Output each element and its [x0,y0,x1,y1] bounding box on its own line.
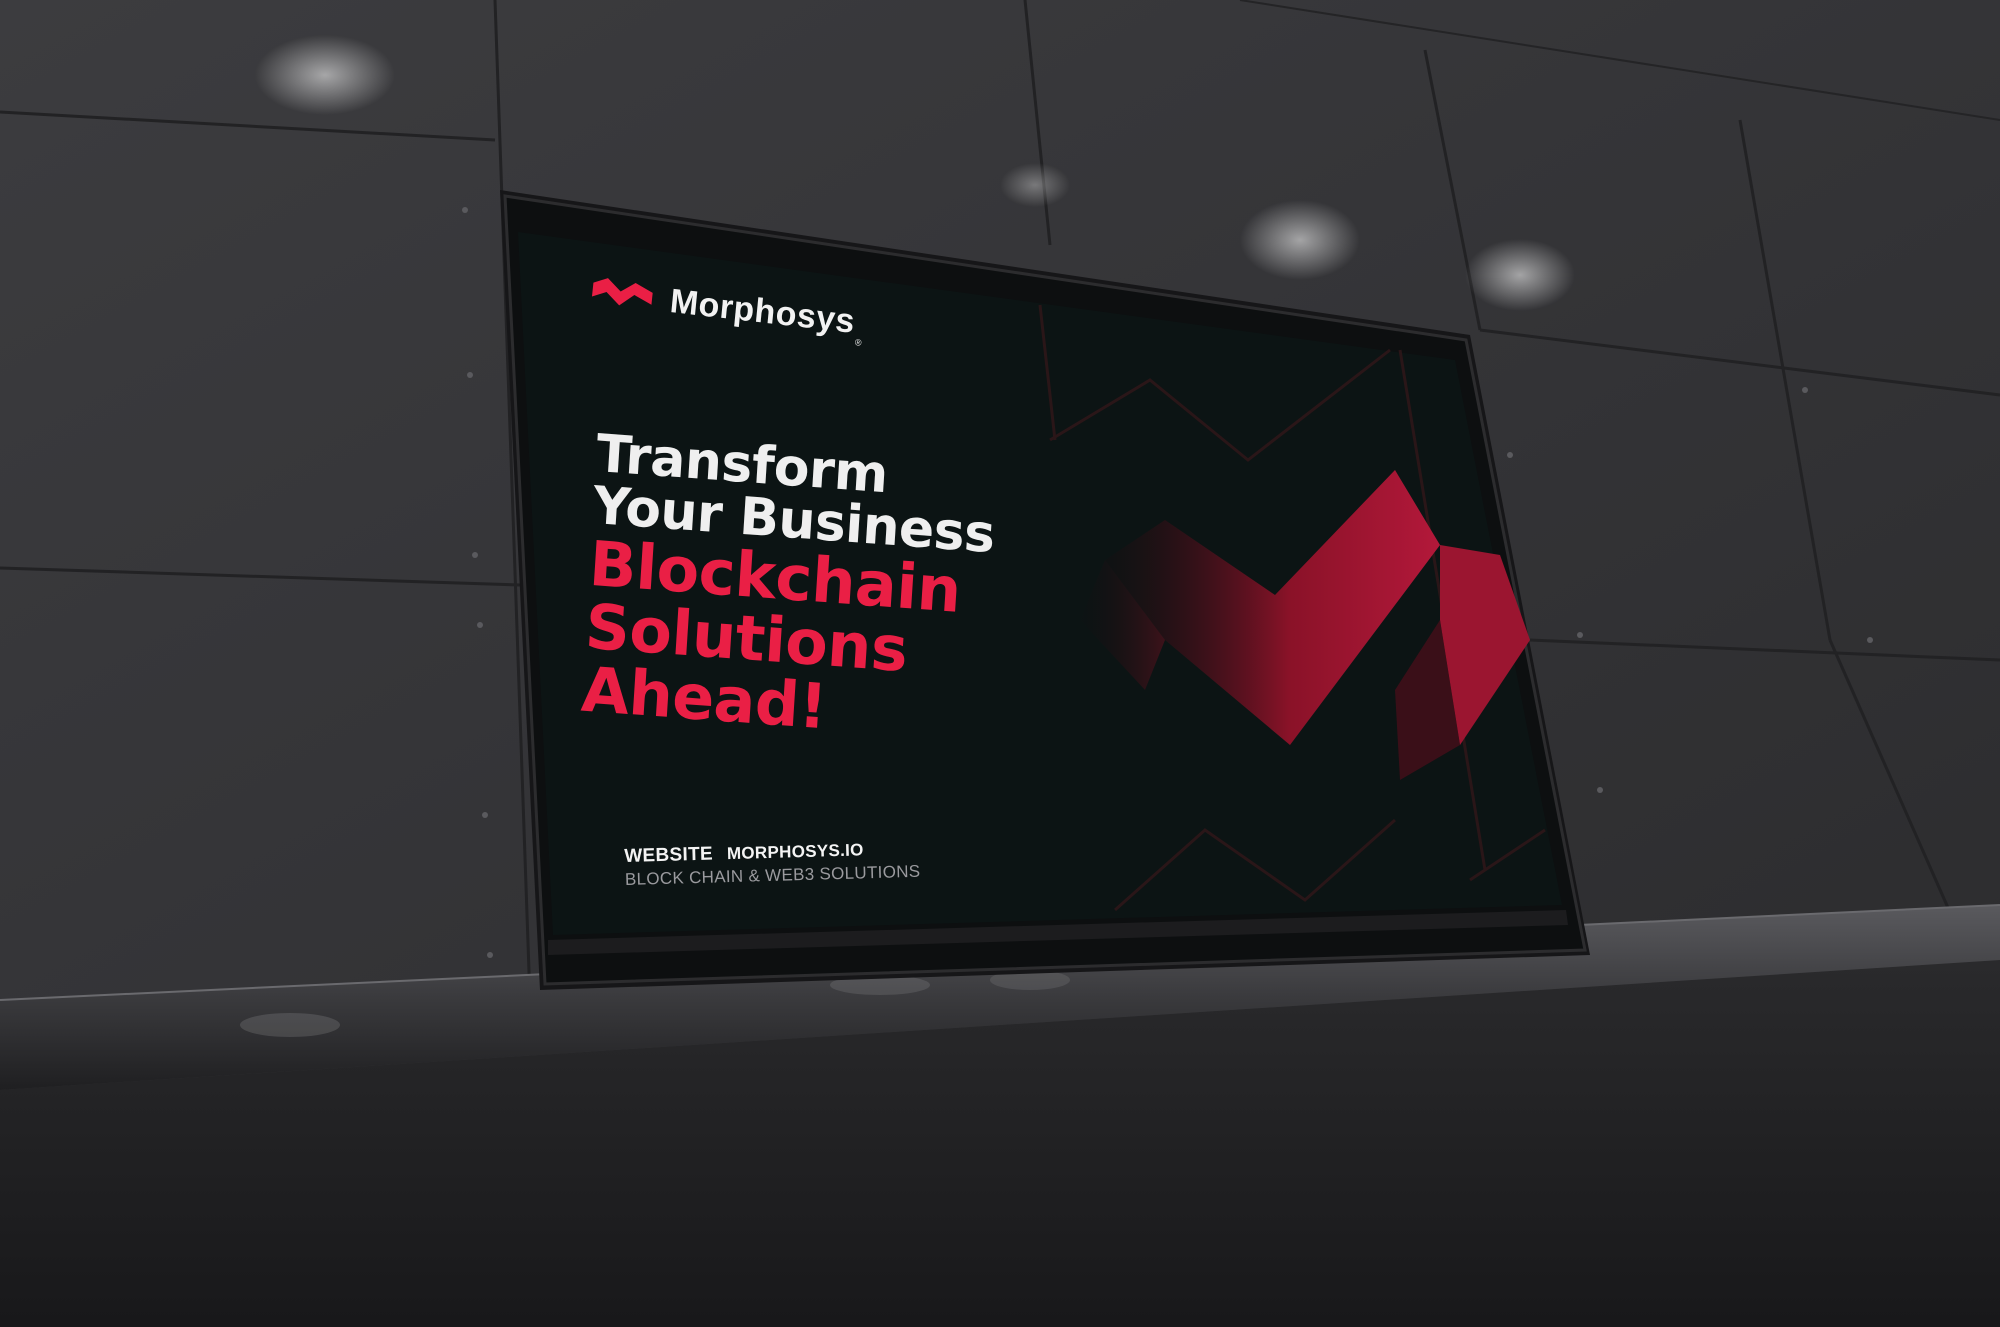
poster-surface [518,232,1562,935]
morphosys-m-logo-icon [591,278,653,306]
m-chevron-graphic [1080,470,1530,780]
